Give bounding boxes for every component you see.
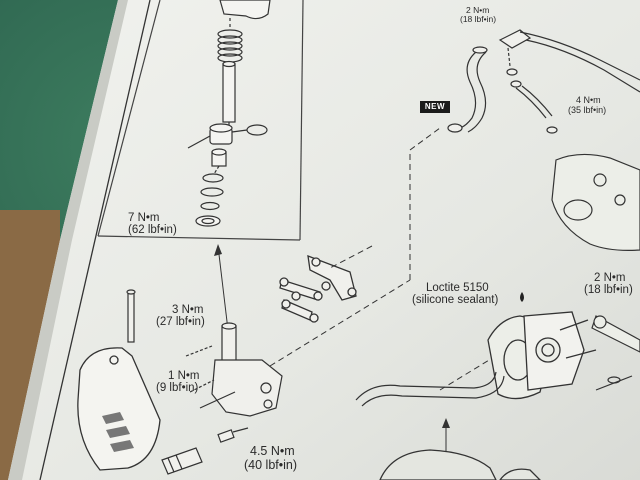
torque-label-2nm-top: 2 N•m (18 lbf•in) <box>460 6 496 24</box>
torque-metric: 1 N•m <box>168 370 200 382</box>
torque-metric: 7 N•m <box>128 212 160 224</box>
sealant-drop-icons <box>520 292 524 302</box>
torque-metric: 2 N•m <box>594 272 626 284</box>
sealant-product: Loctite 5150 <box>426 282 489 294</box>
tie-rod-part <box>591 315 640 391</box>
new-part-badge: NEW <box>420 101 450 113</box>
torque-metric: 2 N•m <box>466 5 490 15</box>
inset-leader-arrow <box>217 245 229 331</box>
shaft-part <box>161 447 203 475</box>
long-bolt <box>126 289 136 343</box>
torque-label-4-5nm: 4.5 N•m (40 lbf•in) <box>244 444 297 472</box>
torque-imperial: (40 lbf•in) <box>244 458 298 472</box>
torque-metric: 4.5 N•m <box>250 444 295 458</box>
torque-label-2nm-right: 2 N•m (18 lbf•in) <box>584 272 633 296</box>
paper-sheet <box>8 0 640 480</box>
torque-imperial: (18 lbf•in) <box>460 14 497 24</box>
detail-inset-frame <box>97 0 304 241</box>
torque-label-4nm: 4 N•m (35 lbf•in) <box>568 95 606 115</box>
torque-imperial: (18 lbf•in) <box>584 284 633 296</box>
torque-imperial: (35 lbf•in) <box>568 105 607 115</box>
paper-edge-shadow <box>8 0 128 480</box>
torque-label-7nm: 7 N•m (62 lbf•in) <box>128 212 177 236</box>
outer-diagram-border <box>39 0 151 480</box>
torque-imperial: (9 lbf•in) <box>156 382 199 394</box>
torque-imperial: (62 lbf•in) <box>128 224 177 236</box>
engine-housing-part <box>551 153 640 251</box>
torque-metric: 3 N•m <box>172 304 204 316</box>
check-valve-exploded-parts <box>187 0 271 227</box>
hose-assembly <box>447 29 640 134</box>
torque-label-1nm: 1 N•m (9 lbf•in) <box>156 370 200 394</box>
side-cover-part <box>77 347 161 471</box>
sealant-type: (silicone sealant) <box>412 294 499 306</box>
torque-imperial: (27 lbf•in) <box>156 316 205 328</box>
valve-body-assembly <box>185 322 283 443</box>
linkage-arms <box>279 254 357 323</box>
bottom-bracket-part <box>379 449 541 480</box>
sealant-label: Loctite 5150 (silicone sealant) <box>412 282 498 306</box>
torque-metric: 4 N•m <box>576 95 601 105</box>
sealant-flange-part <box>487 311 597 400</box>
torque-label-3nm: 3 N•m (27 lbf•in) <box>156 304 205 328</box>
connecting-shaft <box>355 371 505 407</box>
